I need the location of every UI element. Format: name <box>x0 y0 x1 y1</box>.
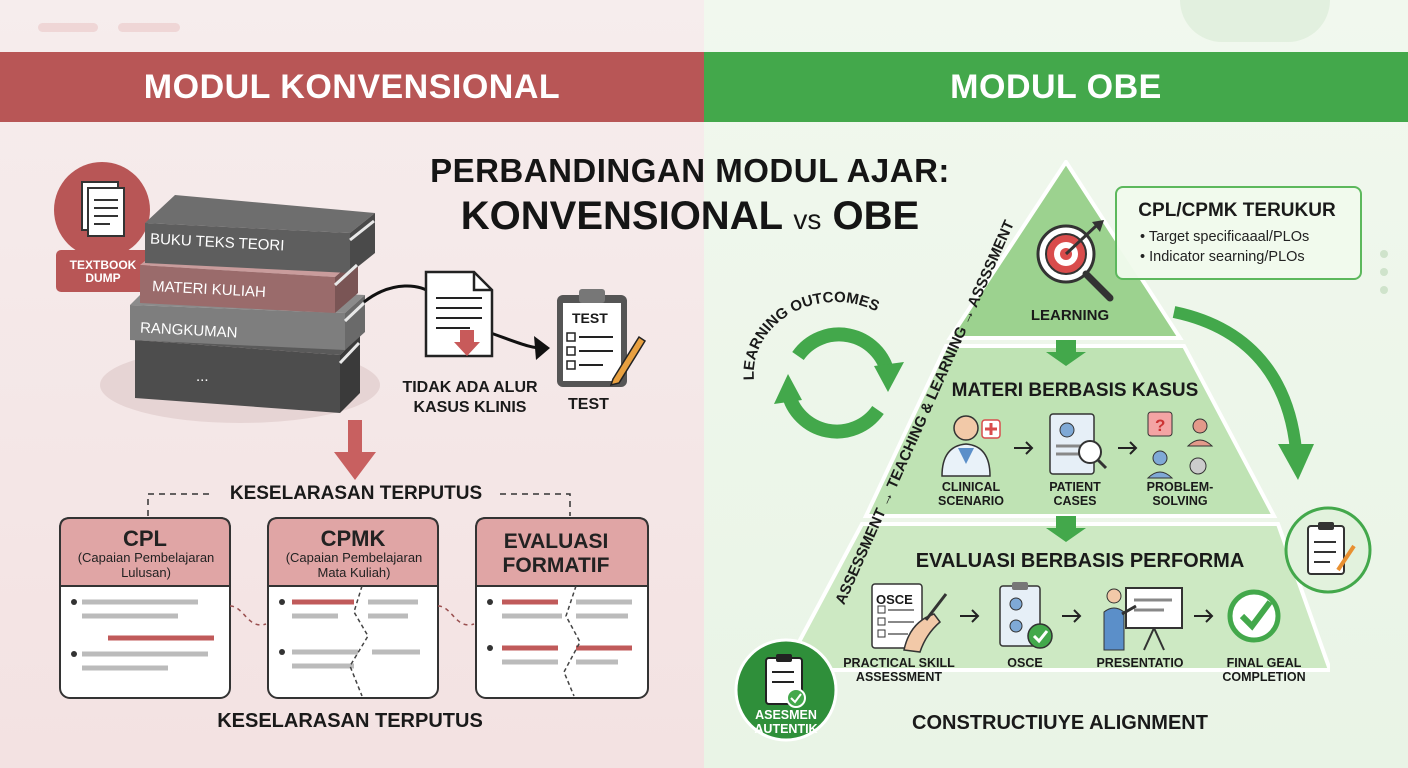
textbook-dump-label: TEXTBOOK DUMP <box>69 258 137 285</box>
title-line1: PERBANDINGAN MODUL AJAR: <box>430 152 950 189</box>
down-arrow-icon <box>334 420 376 480</box>
document-icon <box>424 270 494 358</box>
book-label-4: ... <box>196 368 209 385</box>
card-cpmk-subtitle: (Capaian Pembelajaran Mata Kuliah) <box>285 550 423 580</box>
perf-item-4: FINAL GEAL COMPLETION <box>1222 656 1306 684</box>
perf-item-2: OSCE <box>1007 656 1043 670</box>
case-item-2: PATIENT CASES <box>1049 480 1101 508</box>
page-title: PERBANDINGAN MODUL AJAR: KONVENSIONAL vs… <box>380 152 1000 239</box>
test-label: TEST <box>568 396 609 413</box>
disconnect-label-top: KESELARASAN TERPUTUS <box>229 483 483 504</box>
book-stack <box>100 195 380 423</box>
case-item-1: CLINICAL SCENARIO <box>938 480 1004 508</box>
decor-dot <box>1380 286 1388 294</box>
card-cpl-subtitle: (Capaian Pembelajaran Lulusan) <box>77 550 215 580</box>
title-konvensional: KONVENSIONAL <box>460 194 783 238</box>
learning-label: LEARNING <box>1030 307 1110 324</box>
decor-bar <box>118 23 180 32</box>
svg-text:LEARNING OUTCOMES: LEARNING OUTCOMES <box>741 289 882 381</box>
case-item-3: PROBLEM-SOLVING <box>1146 480 1214 508</box>
cpl-cpmk-box <box>1115 186 1362 280</box>
performance-icons <box>871 582 1281 653</box>
asesmen-autentik-badge <box>734 638 838 742</box>
decor-bar <box>38 23 98 32</box>
no-clinical-flow-label: TIDAK ADA ALUR KASUS KLINIS <box>402 379 538 416</box>
arrow-head-icon <box>534 336 550 360</box>
card-cpl-title: CPL <box>123 526 167 551</box>
document-icon <box>87 187 125 237</box>
cpl-item-2: • Indicator searning/PLOs <box>1140 249 1305 265</box>
test-clipboard-icon <box>557 289 647 387</box>
evaluasi-title: EVALUASI BERBASIS PERFORMA <box>915 550 1245 572</box>
case-icons: ? <box>941 411 1214 479</box>
test-sheet-text: TEST <box>572 310 608 326</box>
cpl-cpmk-title: CPL/CPMK TERUKUR <box>1138 200 1336 221</box>
constructive-alignment-label: CONSTRUCTIUYE ALIGNMENT <box>912 712 1208 734</box>
banner-konvensional: MODUL KONVENSIONAL <box>0 52 704 122</box>
svg-text:?: ? <box>1155 416 1165 435</box>
dashed-connector-top <box>147 493 571 516</box>
card-evaluasi-title: EVALUASI FORMATIF <box>502 530 610 577</box>
decor-dot <box>1380 268 1388 276</box>
decor-blob <box>1180 0 1330 42</box>
cycle-arrows-icon <box>774 327 904 439</box>
green-flow-arrow <box>1172 306 1314 480</box>
learning-outcomes-arc-text: LEARNING OUTCOMES <box>741 289 882 381</box>
pencil-icon <box>609 335 647 387</box>
perf-item-1: PRACTICAL SKILL ASSESSMENT <box>843 656 955 684</box>
disconnect-label-bottom: KESELARASAN TERPUTUS <box>217 710 483 732</box>
card-cpmk-title: CPMK <box>320 526 386 551</box>
clipboard-badge-icon <box>1284 506 1372 594</box>
banner-obe: MODUL OBE <box>704 52 1408 122</box>
osce-sheet-text: OSCE <box>876 592 913 607</box>
alignment-cards <box>59 517 649 699</box>
title-obe: OBE <box>832 194 920 238</box>
cpl-item-1: • Target specificaaal/PLOs <box>1140 229 1310 245</box>
decor-dot <box>1380 250 1388 258</box>
textbook-dump-badge <box>54 162 150 292</box>
materi-title: MATERI BERBASIS KASUS <box>951 380 1199 401</box>
asesmen-autentik-label: ASESMEN AUTENTIK <box>754 708 818 736</box>
target-search-icon <box>1036 220 1114 302</box>
title-vs: vs <box>793 204 822 235</box>
perf-item-3: PRESENTATIO <box>1096 656 1184 670</box>
